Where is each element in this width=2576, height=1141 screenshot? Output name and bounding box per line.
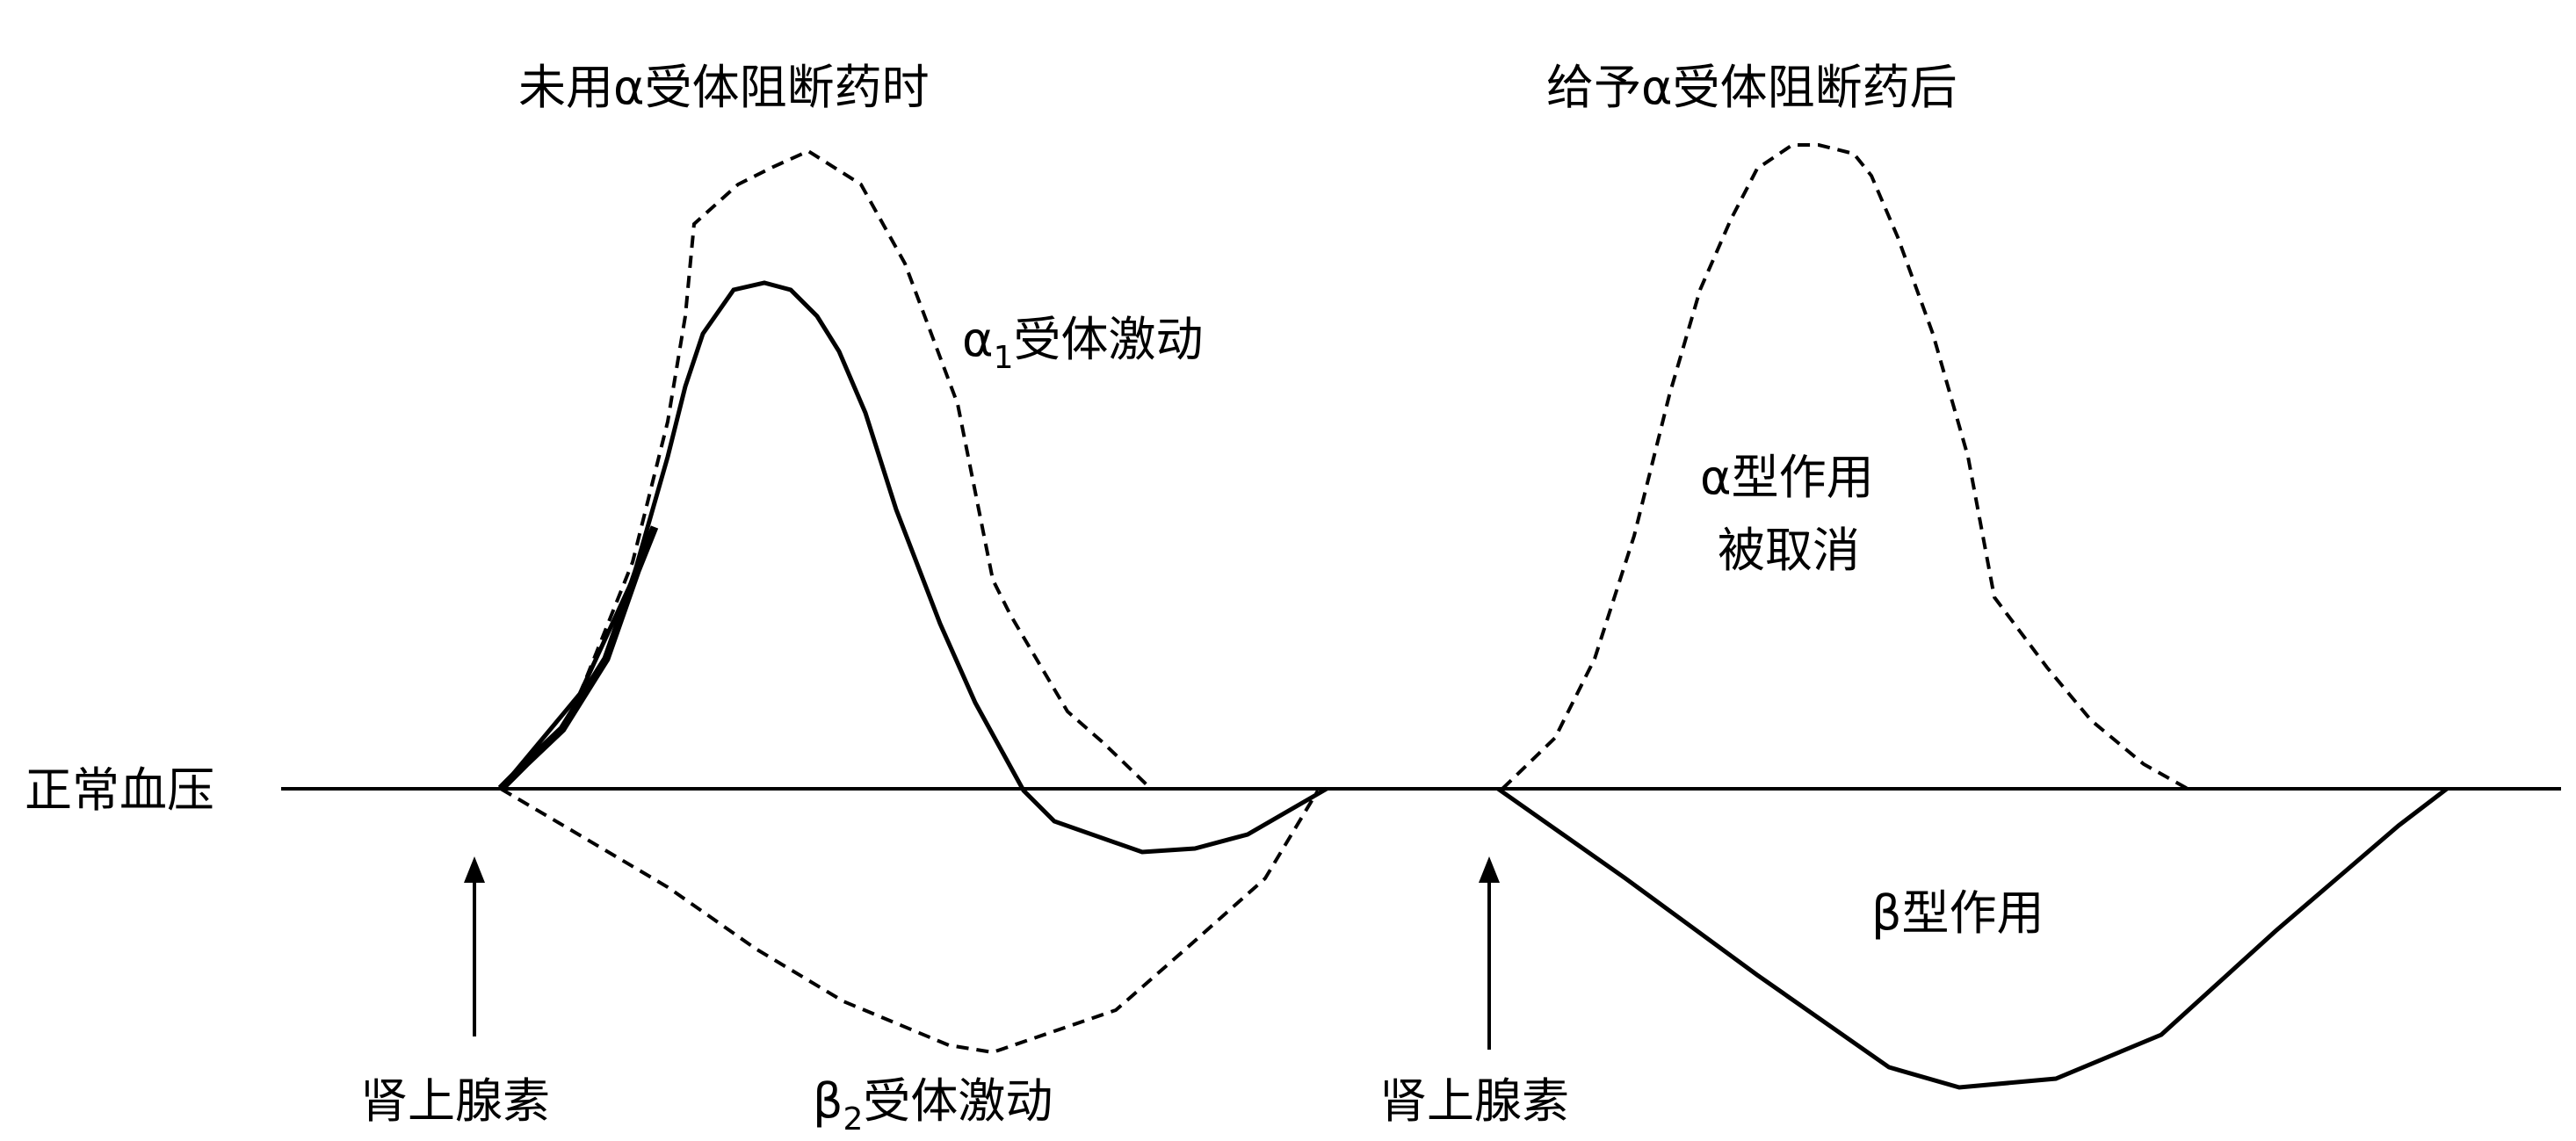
response-onset-segment — [497, 525, 659, 792]
left-adrenaline-label: 肾上腺素 — [360, 1073, 550, 1129]
beta2-subscript: 2 — [843, 1101, 863, 1137]
beta2-greek: β — [813, 1073, 843, 1129]
beta-effect-label: β型作用 — [1871, 885, 2044, 941]
right-panel-title: 给予α受体阻断药后 — [1546, 60, 1957, 115]
combined-response-curve — [499, 280, 1328, 855]
beta-effect-curve — [1496, 786, 2449, 1090]
right-adrenaline-arrow-head — [1479, 856, 1500, 883]
right-adrenaline-label: 肾上腺素 — [1379, 1073, 1569, 1129]
normal-bp-label: 正常血压 — [25, 762, 214, 818]
alpha1-subscript: 1 — [994, 340, 1014, 376]
left-adrenaline-arrow-head — [464, 856, 485, 883]
beta2-stimulation-label: β2受体激动 — [813, 1073, 1053, 1137]
alpha-cancelled-curve — [1501, 143, 2189, 791]
beta2-stimulation-curve — [499, 787, 1320, 1055]
alpha1-stimulation-curve — [499, 148, 1153, 791]
alpha1-stimulation-label: α1受体激动 — [962, 312, 1204, 376]
left-panel-title: 未用α受体阻断药时 — [518, 60, 930, 115]
alpha1-greek: α — [962, 312, 994, 367]
alpha-cancelled-label-line1: α型作用 — [1700, 450, 1874, 505]
beta2-text: 受体激动 — [863, 1073, 1053, 1129]
alpha1-text: 受体激动 — [1014, 312, 1204, 367]
alpha-cancelled-label-line2: 被取消 — [1718, 523, 1860, 578]
